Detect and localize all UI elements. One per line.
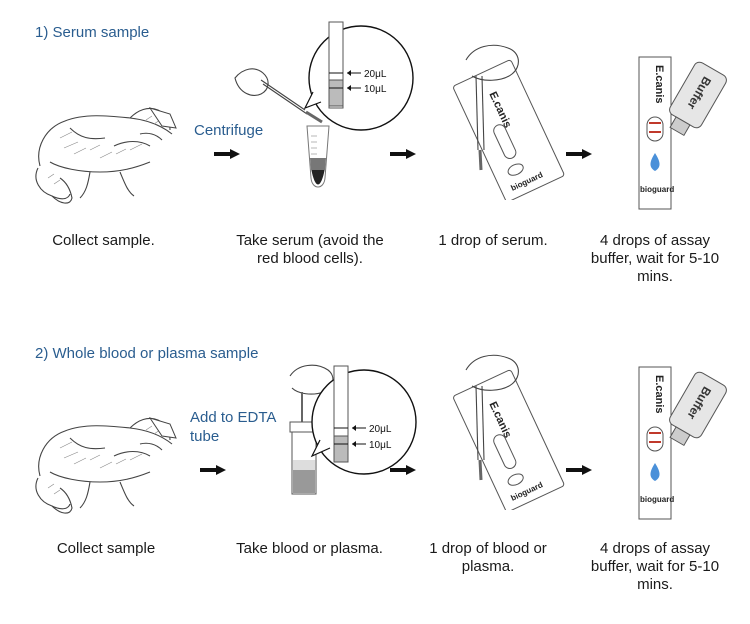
test-cassette-illustration: E.canis bioguard xyxy=(453,44,565,200)
volume-mark-upper: 20μL xyxy=(369,424,392,435)
step-label: Take blood or plasma. xyxy=(236,540,383,557)
section-2-title: 2) Whole blood or plasma sample xyxy=(35,345,259,362)
step-label: 1 drop of serum. xyxy=(438,232,548,249)
test-name: E.canis xyxy=(653,375,665,414)
dog-illustration xyxy=(35,107,177,204)
step-label: 1 drop of blood or plasma. xyxy=(429,540,547,575)
arrow-icon xyxy=(200,465,226,475)
arrow-icon xyxy=(566,465,592,475)
step-label: 4 drops of assay buffer, wait for 5-10 m… xyxy=(590,540,720,593)
edta-tube-illustration: 20μL 10μL xyxy=(289,364,417,495)
brand-label: bioguard xyxy=(640,495,674,504)
step-label: Collect sample. xyxy=(52,232,155,249)
test-cassette-illustration: E.canis bioguard xyxy=(453,354,565,510)
brand-label: bioguard xyxy=(640,185,674,194)
arrow-icon xyxy=(390,465,416,475)
step-label: Take serum (avoid the red blood cells). xyxy=(236,232,384,267)
buffer-cassette-illustration: E.canis bioguard Buffer xyxy=(638,366,727,520)
arrow-icon xyxy=(214,149,240,159)
volume-mark-lower: 10μL xyxy=(369,440,392,451)
volume-mark-lower: 10μL xyxy=(364,84,387,95)
step-label: 4 drops of assay buffer, wait for 5-10 m… xyxy=(590,232,720,285)
buffer-cassette-illustration: E.canis bioguard Buffer xyxy=(638,56,727,210)
step-label: Collect sample xyxy=(56,540,156,557)
arrow-icon xyxy=(566,149,592,159)
centrifuge-label: Centrifuge xyxy=(194,122,264,139)
edta-label: Add to EDTA tube xyxy=(190,409,276,445)
test-name: E.canis xyxy=(653,65,665,104)
dog-illustration xyxy=(35,417,177,514)
centrifuge-pipette-illustration: 20μL 10μL xyxy=(234,21,414,188)
volume-mark-upper: 20μL xyxy=(364,69,387,80)
section-1-title: 1) Serum sample xyxy=(35,24,150,41)
arrow-icon xyxy=(390,149,416,159)
